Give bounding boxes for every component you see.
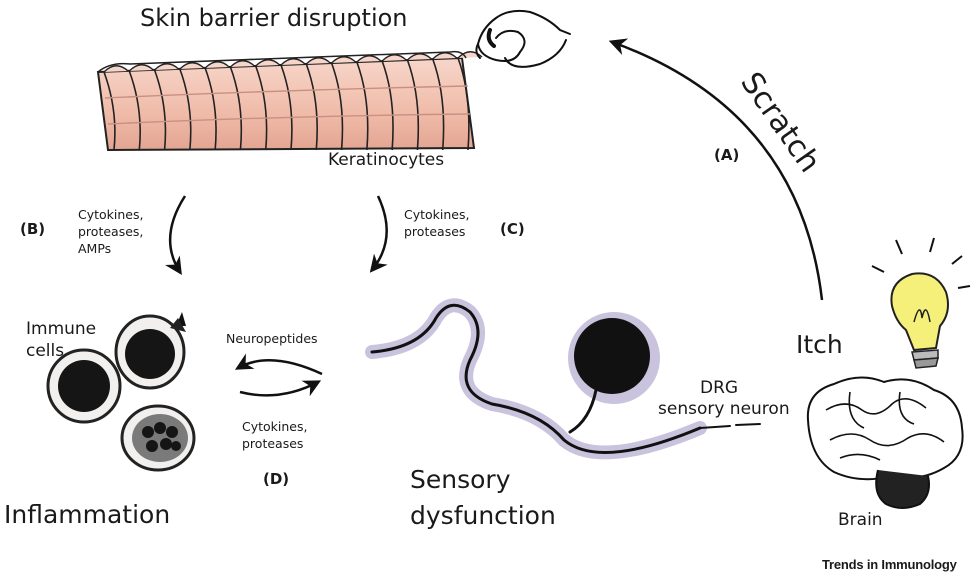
label-c: (C) xyxy=(500,220,525,238)
c-line-1: Cytokines, xyxy=(404,207,470,222)
journal-brand: Trends in Immunology xyxy=(822,557,957,572)
keratinocyte-cell-cap xyxy=(255,59,281,67)
keratinocyte-cell-outline xyxy=(229,66,243,151)
scratching-hand-icon xyxy=(475,9,571,68)
keratinocyte-cell-outline xyxy=(153,69,167,151)
sensory-line-2: dysfunction xyxy=(410,501,556,530)
d-mediators-text: Cytokines, proteases xyxy=(242,418,308,452)
immune-line-2: cells xyxy=(26,341,65,361)
keratinocyte-row-line xyxy=(107,113,471,125)
keratinocyte-cell-outline xyxy=(381,60,394,151)
keratinocyte-cell-cap xyxy=(280,58,306,66)
b-mediators-text: Cytokines, proteases, AMPs xyxy=(78,206,144,257)
arrow-c xyxy=(369,195,388,273)
keratinocyte-cell-outline xyxy=(457,57,470,151)
arrow-a xyxy=(608,38,824,301)
diagram-title: Skin barrier disruption xyxy=(140,4,408,32)
c-mediators-text: Cytokines, proteases xyxy=(404,206,470,240)
drg-line-1: DRG xyxy=(700,378,739,398)
keratinocyte-layer xyxy=(96,50,483,152)
keratinocyte-cell-outline xyxy=(103,71,116,151)
keratinocyte-cell-outline xyxy=(254,65,268,151)
d-line-1: Cytokines, xyxy=(242,419,308,434)
keratinocyte-cell-outline xyxy=(431,58,445,151)
keratinocyte-cell-outline xyxy=(305,63,318,151)
brain-label: Brain xyxy=(838,510,883,530)
b-line-1: Cytokines, xyxy=(78,207,144,222)
keratinocyte-row-line xyxy=(104,85,469,99)
keratinocyte-cell-cap xyxy=(305,57,331,65)
keratinocyte-cell-cap xyxy=(331,56,357,64)
keratinocyte-cell-cap xyxy=(128,64,154,72)
keratinocyte-cell-outline xyxy=(128,70,141,151)
arrow-b xyxy=(165,195,187,275)
keratinocyte-cell-cap xyxy=(356,55,382,63)
b-line-3: AMPs xyxy=(78,241,112,256)
keratinocyte-cell-cap xyxy=(406,53,432,61)
light-bulb-icon xyxy=(871,237,971,369)
label-a: (A) xyxy=(714,146,740,164)
keratinocyte-cell-outline xyxy=(406,59,420,151)
inflammation-label: Inflammation xyxy=(4,500,171,529)
drg-line-2: sensory neuron xyxy=(658,399,790,419)
sensory-line-1: Sensory xyxy=(410,465,511,494)
brain-icon xyxy=(806,376,964,509)
immune-cells-label: Immune cells xyxy=(26,318,96,362)
keratinocyte-cell-cap xyxy=(204,61,230,69)
c-line-2: proteases xyxy=(404,224,466,239)
arrow-cytokines-d xyxy=(239,380,322,397)
keratinocyte-cell-outline xyxy=(280,64,293,151)
keratinocyte-cell-cap xyxy=(432,52,458,60)
keratinocyte-cell-outline xyxy=(179,68,192,151)
keratinocyte-cell-cap xyxy=(103,65,129,73)
immune-line-1: Immune xyxy=(26,319,97,339)
label-b: (B) xyxy=(20,220,46,238)
keratinocyte-cell-cap xyxy=(381,54,407,62)
keratinocytes-label: Keratinocytes xyxy=(328,150,445,170)
itch-label: Itch xyxy=(796,330,843,359)
arrow-neuropeptides xyxy=(234,353,323,376)
keratinocyte-cell-outline xyxy=(356,61,369,151)
d-line-2: proteases xyxy=(242,436,304,451)
drg-neuron-icon xyxy=(365,298,761,460)
keratinocyte-cell-outline xyxy=(204,67,217,151)
keratinocyte-cell-cap xyxy=(229,60,255,68)
immune-cells-icon xyxy=(46,312,196,472)
sensory-dysfunction-label: Sensory dysfunction xyxy=(410,462,556,534)
label-d: (D) xyxy=(263,470,290,488)
b-line-2: proteases, xyxy=(78,224,144,239)
keratinocyte-cell-cap xyxy=(154,63,180,71)
drg-label: DRG sensory neuron xyxy=(658,378,790,420)
keratinocyte-cell-outline xyxy=(330,62,344,151)
neuropeptides-label: Neuropeptides xyxy=(226,331,318,346)
keratinocyte-cell-cap xyxy=(179,62,205,70)
